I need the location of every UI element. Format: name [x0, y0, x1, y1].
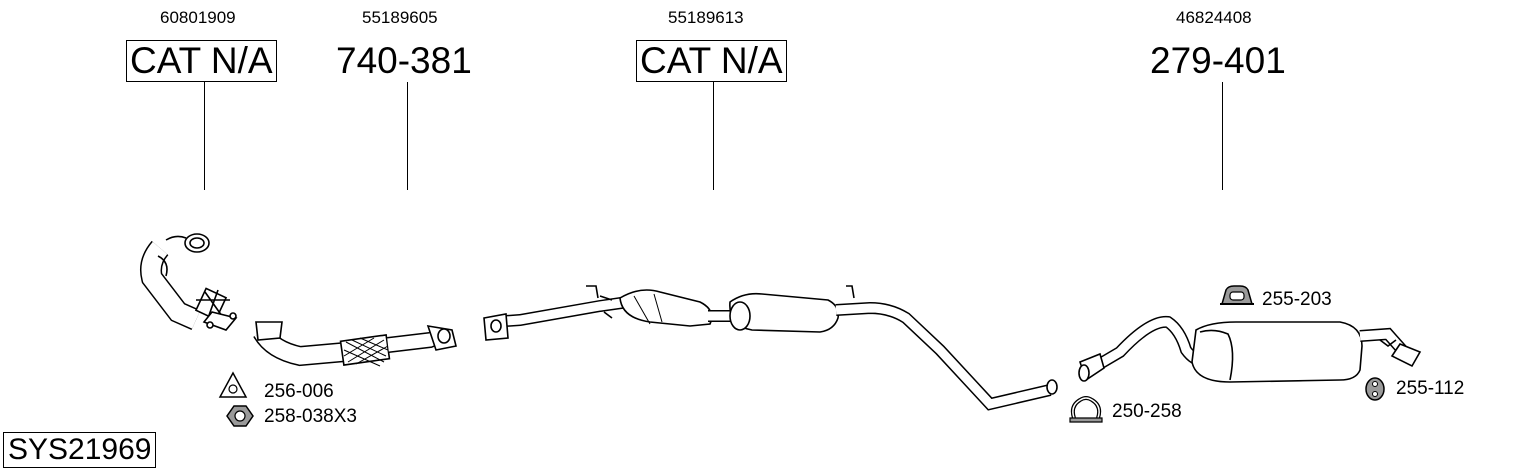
oe-number-1: 60801909 — [160, 8, 236, 27]
part-number-3[interactable]: CAT N/A — [636, 40, 787, 82]
rubber-ring-icon — [1365, 377, 1385, 401]
accessory-nut-code[interactable]: 258-038X3 — [264, 406, 357, 427]
rubber-mount-icon — [1220, 285, 1254, 305]
front-pipe-part[interactable] — [140, 233, 238, 331]
gasket-triangle-icon — [218, 371, 248, 398]
oe-number-4: 46824408 — [1176, 8, 1252, 27]
accessory-ring-code[interactable]: 255-112 — [1396, 378, 1465, 399]
oe-number-3: 55189613 — [668, 8, 744, 27]
accessory-mount-code[interactable]: 255-203 — [1262, 289, 1332, 310]
leader-line-2 — [407, 82, 408, 190]
nut-icon — [226, 405, 254, 427]
rear-silencer-part[interactable] — [1078, 315, 1422, 383]
part-number-4[interactable]: 279-401 — [1150, 40, 1286, 81]
part-number-2[interactable]: 740-381 — [336, 40, 472, 81]
center-pipe-part[interactable] — [483, 285, 1058, 411]
system-code-label: SYS21969 — [3, 432, 157, 468]
part-number-1[interactable]: CAT N/A — [126, 40, 277, 82]
accessory-clamp-code[interactable]: 250-258 — [1112, 401, 1182, 422]
oe-number-2: 55189605 — [362, 8, 438, 27]
leader-line-3 — [713, 82, 714, 190]
flex-pipe-part[interactable] — [253, 321, 457, 367]
clamp-icon — [1069, 396, 1103, 423]
leader-line-4 — [1222, 82, 1223, 190]
accessory-gasket-code[interactable]: 256-006 — [264, 381, 334, 402]
leader-line-1 — [204, 82, 205, 190]
